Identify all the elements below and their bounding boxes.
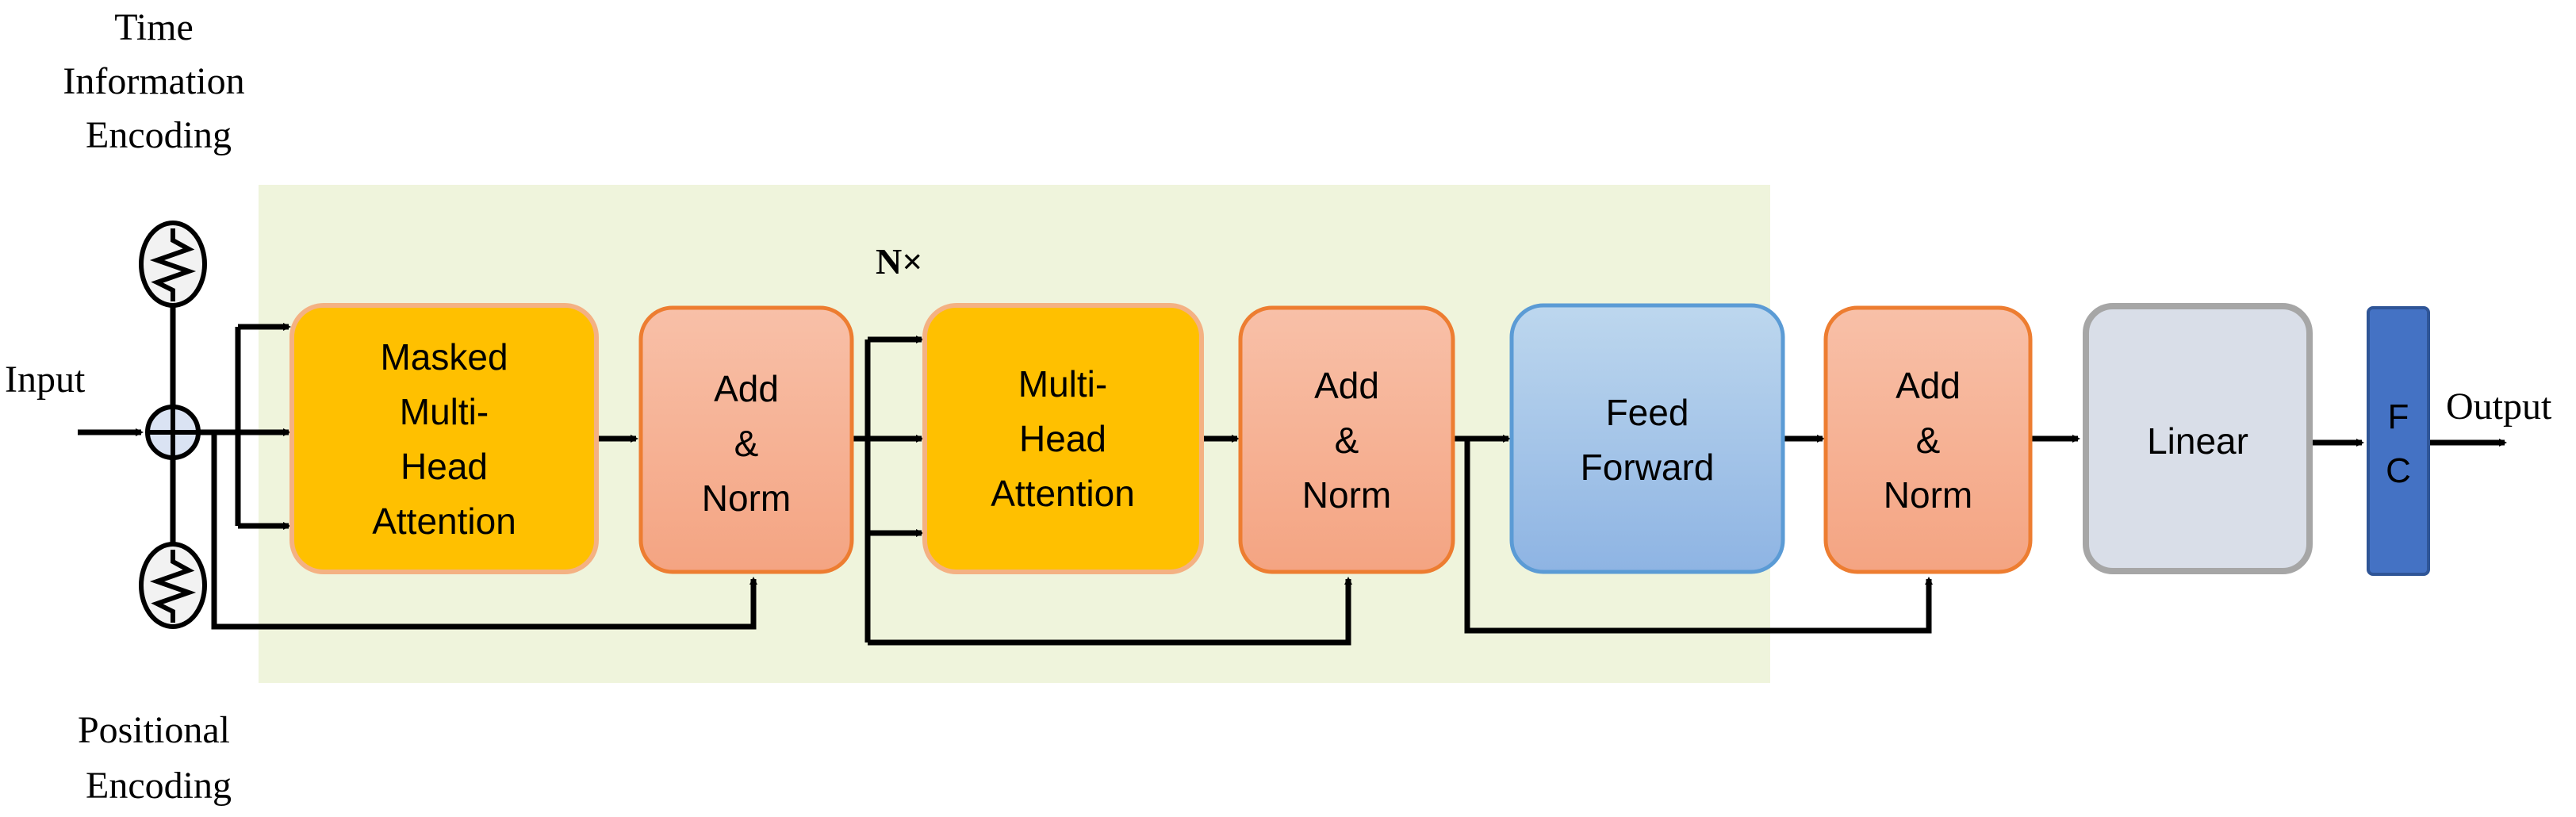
svg-text:Add&Norm: Add & Norm xyxy=(1302,365,1391,516)
fc-line-2: C xyxy=(2386,451,2411,490)
repeat-label: N× xyxy=(876,241,922,282)
input-label: Input xyxy=(5,359,86,401)
time-encoding-icon xyxy=(139,221,207,308)
positional-encoding-icon xyxy=(139,542,207,629)
residual-1 xyxy=(211,432,757,630)
time-encoding-line-1: Time xyxy=(114,6,194,48)
add-norm-2-line-1: Add xyxy=(1314,365,1379,406)
add-norm-1-line-1: Add xyxy=(714,368,779,409)
add-norm-3-line-3: Norm xyxy=(1884,474,1972,516)
svg-text:Time Information Encod: Time Information Encoding xyxy=(63,6,254,156)
add-norm-2-line-2: & xyxy=(1335,420,1359,461)
sum-icon xyxy=(145,405,201,460)
add-norm-2-line-3: Norm xyxy=(1302,474,1391,516)
residual-2 xyxy=(868,577,1352,646)
time-encoding-line-3: Encoding xyxy=(86,114,232,156)
masked-attention-line-2: Multi- xyxy=(400,391,489,432)
linear-block: Linear xyxy=(2083,303,2313,574)
add-norm-3-line-2: & xyxy=(1916,420,1941,461)
add-norm-block-1: Add & Norm xyxy=(638,305,854,574)
add-norm-block-3: Add & Norm xyxy=(1823,305,2033,574)
positional-encoding-line-1: Positional xyxy=(78,709,230,751)
masked-attention-line-1: Masked xyxy=(380,336,508,378)
feed-forward-line-1: Feed xyxy=(1606,392,1689,433)
fc-line-1: F xyxy=(2388,397,2409,436)
feed-forward-line-2: Forward xyxy=(1581,447,1715,488)
svg-text:FC: FC xyxy=(2386,397,2411,490)
svg-text:Positional Encoding: Positional Encoding xyxy=(78,709,240,807)
linear-label: Linear xyxy=(2147,420,2248,462)
add-norm-block-2: Add & Norm xyxy=(1238,305,1455,574)
svg-text:Add&Norm: Add & Norm xyxy=(702,368,791,519)
output-label: Output xyxy=(2446,385,2552,428)
mha-line-1: Multi- xyxy=(1018,363,1107,405)
masked-attention-line-4: Attention xyxy=(372,501,516,542)
time-encoding-line-2: Information xyxy=(63,60,244,102)
add-norm-1-line-3: Norm xyxy=(702,478,791,519)
mha-line-3: Attention xyxy=(991,473,1135,514)
svg-text:Add&Norm: Add & Norm xyxy=(1884,365,1972,516)
add-norm-3-line-1: Add xyxy=(1896,365,1961,406)
masked-attention-line-3: Head xyxy=(401,446,488,487)
add-norm-1-line-2: & xyxy=(734,423,759,464)
mha-line-2: Head xyxy=(1019,418,1106,459)
positional-encoding-line-2: Encoding xyxy=(86,765,232,807)
residual-3 xyxy=(1464,439,1933,634)
